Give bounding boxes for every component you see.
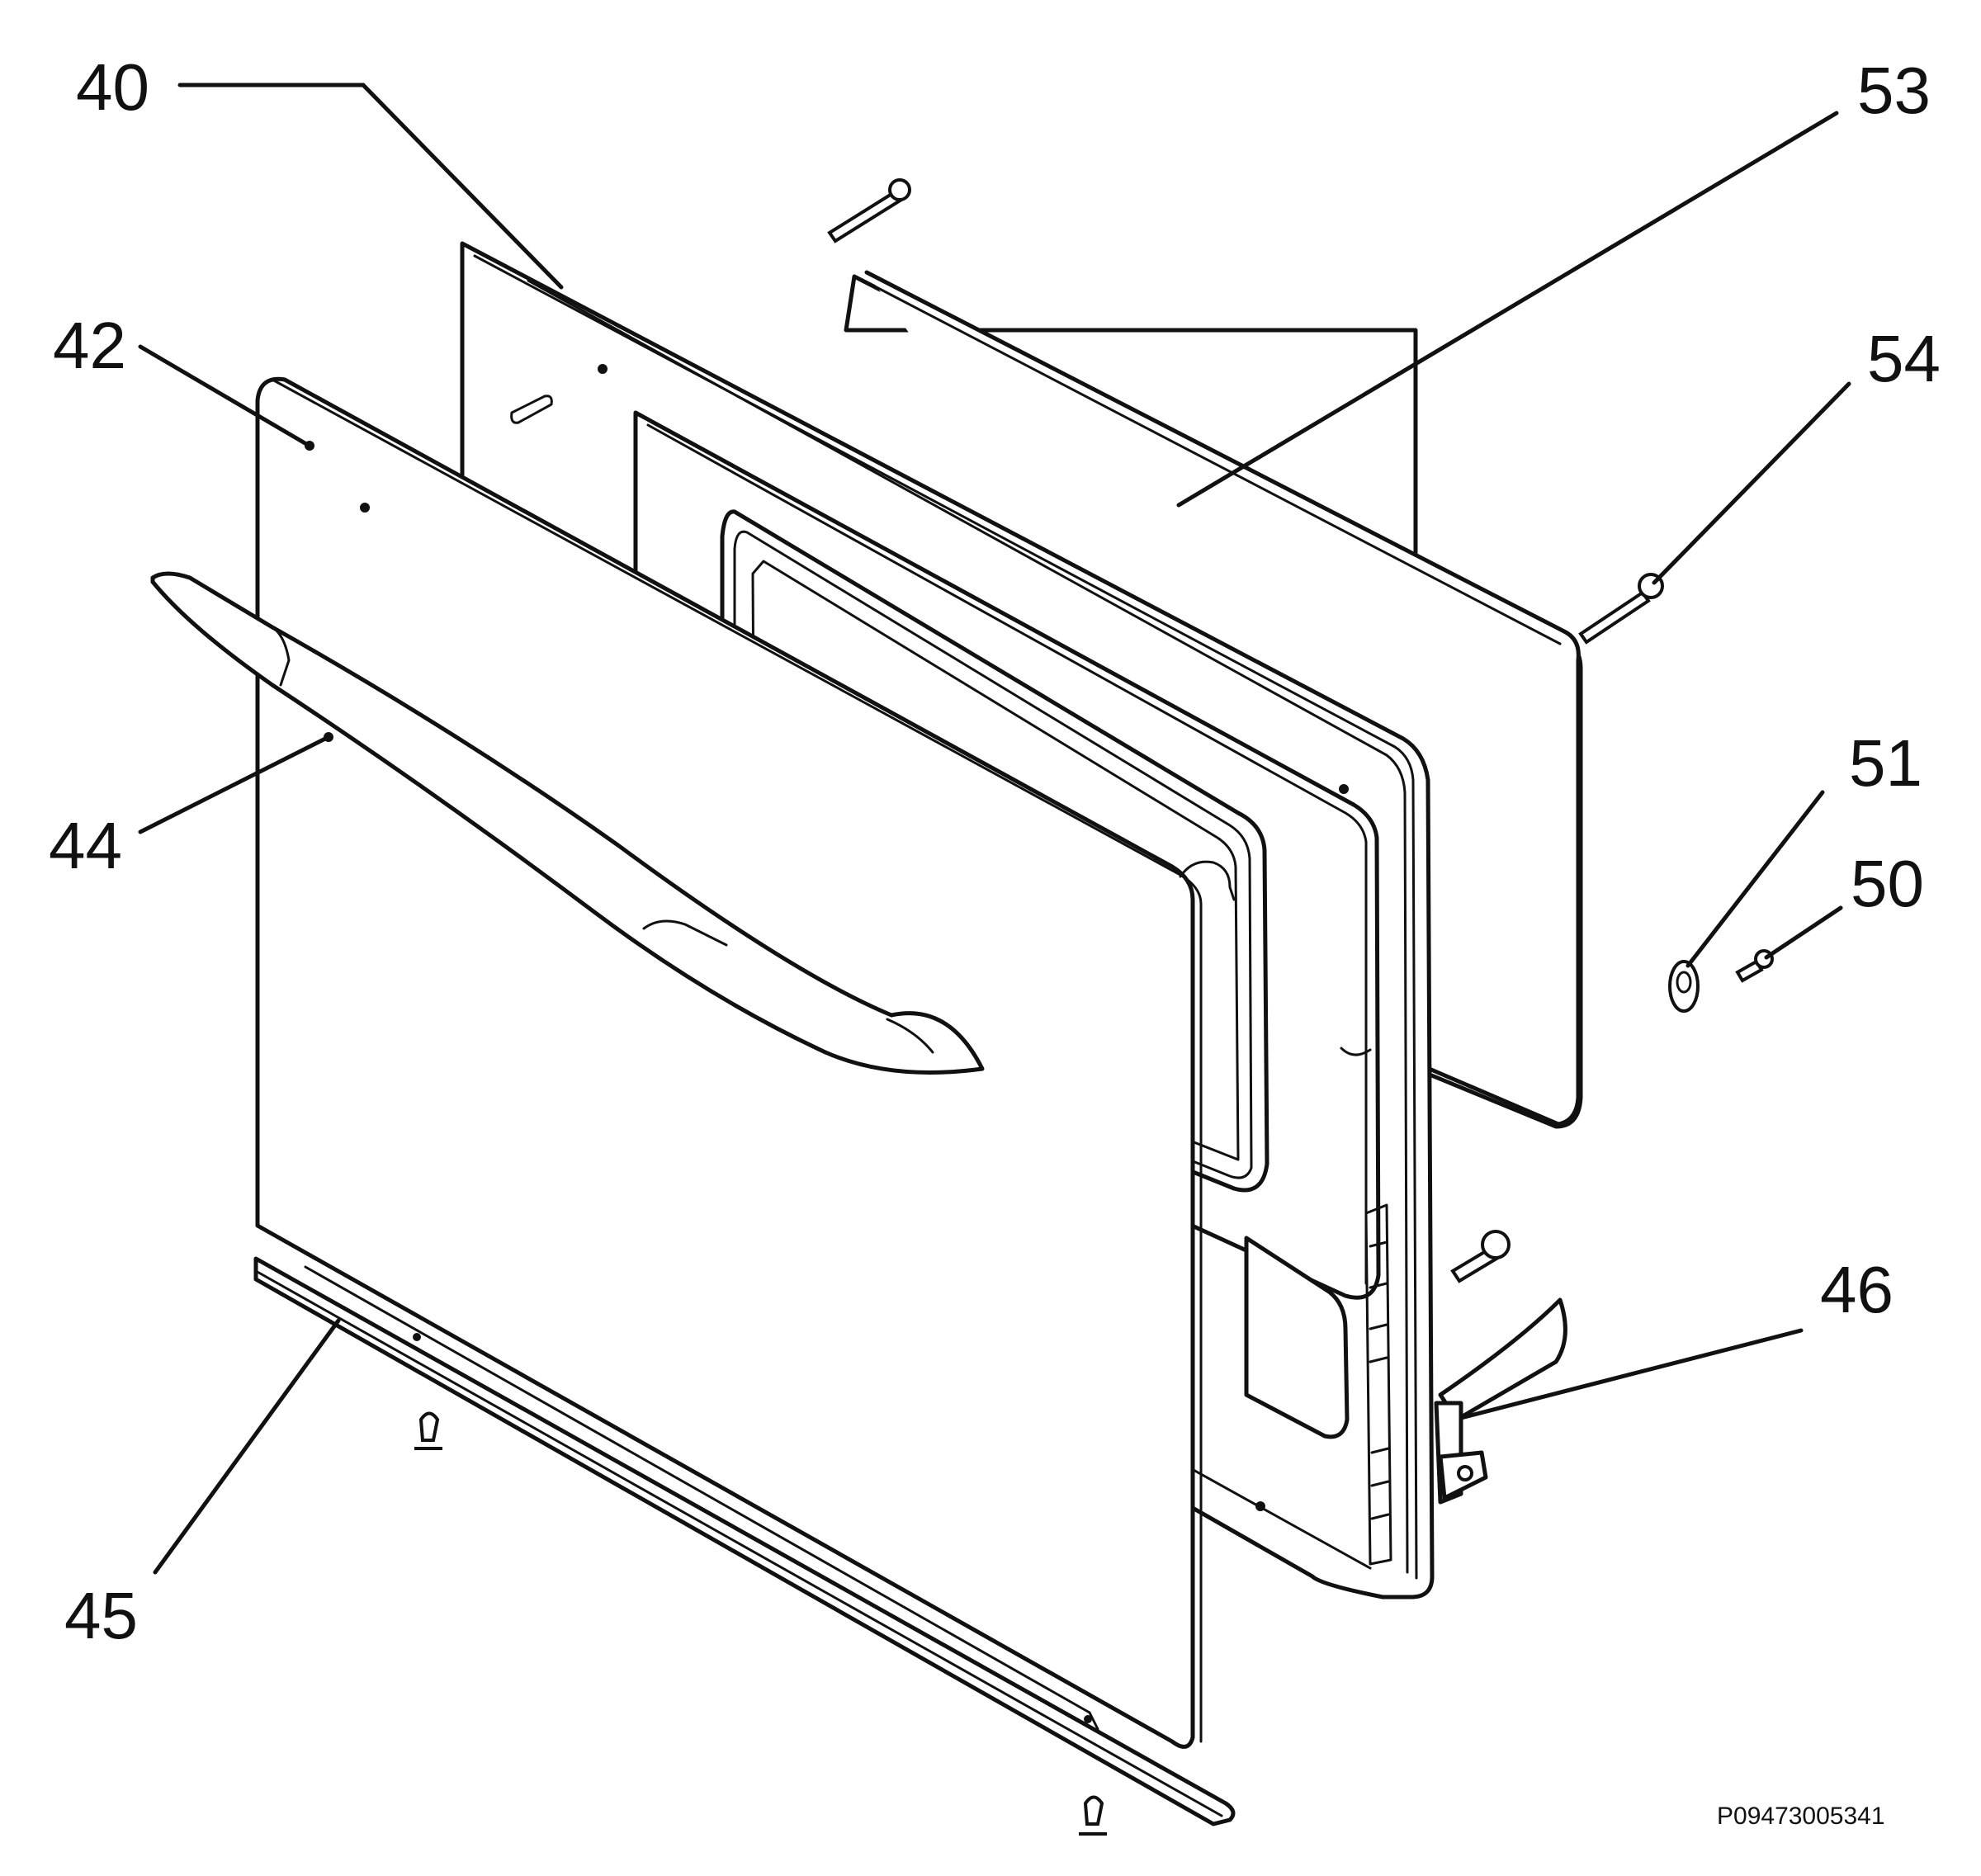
- callout-53: 53: [1857, 54, 1931, 127]
- callout-54: 54: [1867, 322, 1941, 395]
- leader-50: [1764, 905, 1843, 960]
- document-reference: P09473005341: [1717, 1803, 1885, 1830]
- screw-trim-left: [414, 1411, 442, 1450]
- washer-51: [1668, 960, 1700, 1013]
- callout-51: 51: [1849, 726, 1922, 800]
- callout-40: 40: [76, 50, 149, 124]
- leader-45: [153, 1318, 341, 1575]
- bottom-trim-strip: [253, 1256, 1236, 1826]
- screw-54: [1578, 573, 1664, 645]
- door-handle: [150, 571, 985, 1075]
- leader-40: [177, 83, 564, 290]
- leader-46: [1459, 1328, 1804, 1420]
- leader-44: [138, 735, 331, 834]
- callout-labels: 40 42 44 45 46 50 51 53 54: [49, 50, 1941, 1652]
- callout-42: 42: [53, 309, 126, 382]
- screw-top: [827, 178, 911, 243]
- callout-45: 45: [64, 1579, 138, 1652]
- callout-50: 50: [1851, 847, 1924, 920]
- screw-50: [1735, 949, 1774, 983]
- leader-53: [1176, 111, 1839, 508]
- front-glass-panel: [255, 376, 1236, 1749]
- screw-trim-right: [1079, 1795, 1107, 1836]
- callout-44: 44: [49, 809, 122, 882]
- leader-lines: [138, 83, 1851, 1575]
- hinge-46: [1434, 1297, 1567, 1505]
- screw-side: [1450, 1230, 1511, 1283]
- leader-51: [1686, 790, 1825, 968]
- hardware: [414, 178, 1774, 1836]
- leader-42: [138, 344, 314, 450]
- leader-54: [1652, 381, 1851, 585]
- callout-46: 46: [1820, 1253, 1894, 1326]
